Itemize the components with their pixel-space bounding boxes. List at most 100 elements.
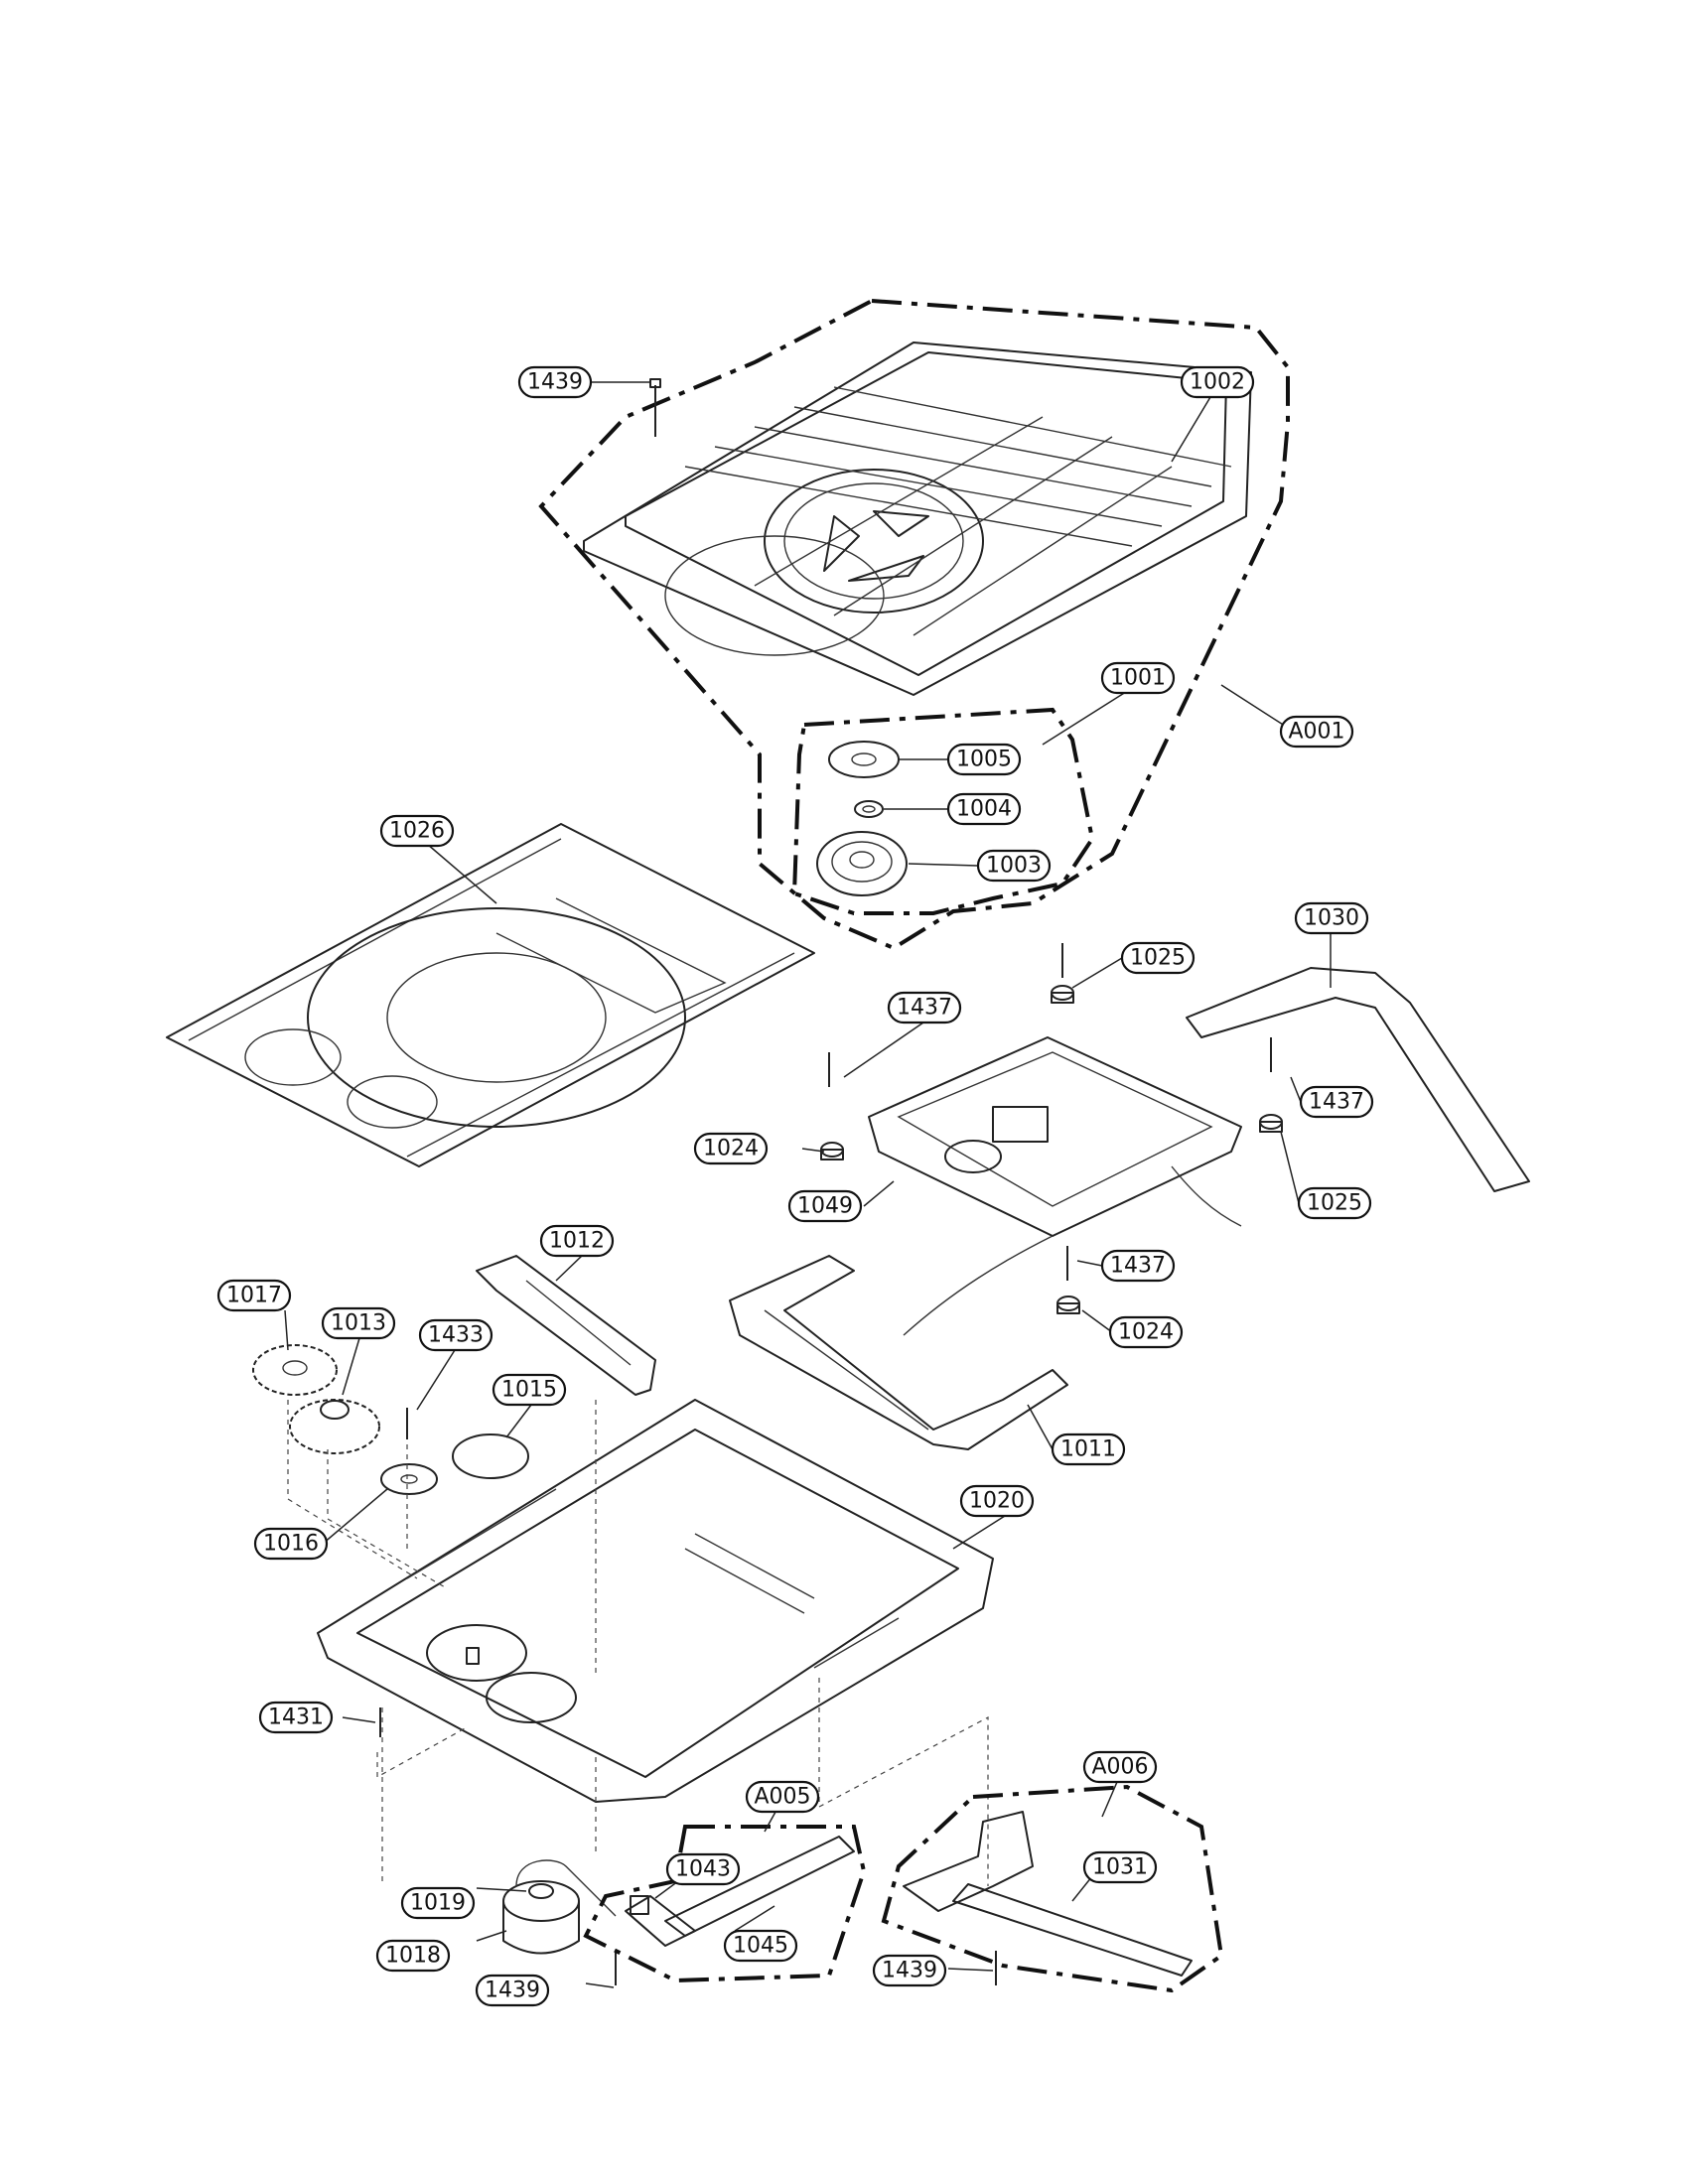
- svg-text:1013: 1013: [331, 1311, 386, 1336]
- svg-text:1018: 1018: [385, 1944, 441, 1969]
- callout-1437-right: 1437: [1299, 1085, 1374, 1119]
- svg-text:A006: A006: [1091, 1755, 1148, 1780]
- callout-1016: 1016: [253, 1527, 329, 1561]
- flat-cable-1030: [1186, 967, 1530, 1192]
- callout-1001: 1001: [1100, 661, 1176, 695]
- flat-cable-1045: [664, 1836, 855, 1937]
- callout-1005: 1005: [946, 743, 1022, 776]
- svg-text:1012: 1012: [549, 1229, 605, 1254]
- svg-text:1433: 1433: [428, 1323, 484, 1348]
- callout-1020: 1020: [959, 1484, 1035, 1518]
- damper-1025-right: [1259, 1114, 1283, 1133]
- svg-text:1016: 1016: [263, 1532, 319, 1557]
- svg-text:A001: A001: [1288, 720, 1344, 745]
- svg-text:1024: 1024: [1118, 1320, 1174, 1345]
- svg-text:1019: 1019: [410, 1891, 466, 1916]
- svg-text:1437: 1437: [1110, 1254, 1166, 1279]
- screw-1439-top: [649, 378, 661, 437]
- board-1043: [625, 1895, 696, 1947]
- callout-1043: 1043: [665, 1852, 741, 1886]
- callout-1437-bottom: 1437: [1100, 1249, 1176, 1283]
- callout-1012: 1012: [539, 1224, 615, 1258]
- svg-text:1031: 1031: [1092, 1855, 1148, 1880]
- leader-lines: [284, 381, 1332, 1988]
- chassis-1020: [317, 1399, 994, 1803]
- callout-1045: 1045: [723, 1929, 798, 1963]
- svg-text:1439: 1439: [485, 1979, 540, 2003]
- svg-text:1045: 1045: [733, 1934, 788, 1959]
- svg-text:1002: 1002: [1190, 370, 1245, 395]
- svg-text:1030: 1030: [1304, 906, 1359, 931]
- tray-1002: [583, 341, 1252, 696]
- assembly-a006-outline: [881, 1784, 1224, 1993]
- callout-1015: 1015: [492, 1373, 567, 1407]
- callout-1439-right: 1439: [872, 1954, 947, 1987]
- callout-1030: 1030: [1294, 901, 1369, 935]
- sled-1011: [729, 1255, 1068, 1450]
- assembly-a001-outline: [538, 298, 1290, 951]
- clamper-1005: [828, 741, 900, 778]
- callout-1049: 1049: [787, 1189, 863, 1223]
- svg-text:1439: 1439: [882, 1959, 937, 1983]
- cover-plate-1026: [166, 823, 815, 1167]
- callout-1011: 1011: [1051, 1433, 1126, 1466]
- slider-1012: [476, 1255, 656, 1396]
- callout-1026: 1026: [379, 814, 455, 848]
- svg-text:1439: 1439: [527, 370, 583, 395]
- callout-1031: 1031: [1082, 1850, 1158, 1884]
- svg-text:1005: 1005: [956, 748, 1012, 772]
- gear-1017: [252, 1344, 338, 1396]
- callout-1013: 1013: [321, 1306, 396, 1340]
- flat-cable-1031: [952, 1883, 1193, 1977]
- callout-1024-bottom: 1024: [1108, 1315, 1184, 1349]
- svg-text:1437: 1437: [1309, 1090, 1364, 1115]
- svg-text:1437: 1437: [897, 996, 952, 1021]
- pickup-1049: [868, 1036, 1242, 1336]
- gear-1013: [289, 1399, 380, 1454]
- callout-a006: A006: [1082, 1750, 1158, 1784]
- motor-1018: [502, 1880, 580, 1955]
- svg-text:1431: 1431: [268, 1706, 324, 1730]
- callout-1018: 1018: [375, 1939, 451, 1973]
- callout-1439-top: 1439: [517, 365, 593, 399]
- svg-text:1001: 1001: [1110, 666, 1166, 691]
- damper-1024-left: [820, 1142, 844, 1160]
- callout-1439-bottom: 1439: [475, 1974, 550, 2007]
- callout-1004: 1004: [946, 792, 1022, 826]
- svg-text:1003: 1003: [986, 854, 1042, 879]
- svg-text:A005: A005: [754, 1785, 810, 1810]
- subassembly-1001-outline: [791, 707, 1095, 915]
- callout-1431: 1431: [258, 1701, 334, 1734]
- svg-text:1020: 1020: [969, 1489, 1025, 1514]
- svg-text:1015: 1015: [501, 1378, 557, 1403]
- svg-text:1026: 1026: [389, 819, 445, 844]
- callout-1017: 1017: [216, 1279, 292, 1312]
- magnet-1004: [854, 800, 884, 818]
- callout-1024-left: 1024: [693, 1132, 769, 1165]
- svg-text:1004: 1004: [956, 797, 1012, 822]
- callout-1003: 1003: [976, 849, 1052, 883]
- pulley-1016: [380, 1463, 438, 1495]
- callout-1002: 1002: [1180, 365, 1255, 399]
- svg-text:1024: 1024: [703, 1137, 759, 1161]
- pulley-1019: [515, 1859, 617, 1917]
- damper-1024-bottom: [1056, 1296, 1080, 1314]
- assembly-a005-outline: [583, 1825, 867, 1983]
- svg-text:1025: 1025: [1130, 946, 1186, 971]
- svg-text:1017: 1017: [226, 1284, 282, 1308]
- svg-text:1049: 1049: [797, 1194, 853, 1219]
- damper-1025-top: [1051, 985, 1074, 1004]
- callout-1433: 1433: [418, 1318, 493, 1352]
- clamper-base-1003: [816, 831, 908, 896]
- svg-text:1011: 1011: [1060, 1437, 1116, 1462]
- callout-1025-top: 1025: [1120, 941, 1196, 975]
- callout-a005: A005: [745, 1780, 820, 1814]
- callout-1019: 1019: [400, 1886, 476, 1920]
- board-a006: [903, 1811, 1034, 1912]
- callout-1437-left: 1437: [887, 991, 962, 1024]
- svg-text:1025: 1025: [1307, 1191, 1362, 1216]
- belt-1015: [452, 1433, 529, 1479]
- callout-1025-right: 1025: [1297, 1186, 1372, 1220]
- callout-a001: A001: [1279, 715, 1354, 749]
- guide-lines: [287, 1400, 989, 1886]
